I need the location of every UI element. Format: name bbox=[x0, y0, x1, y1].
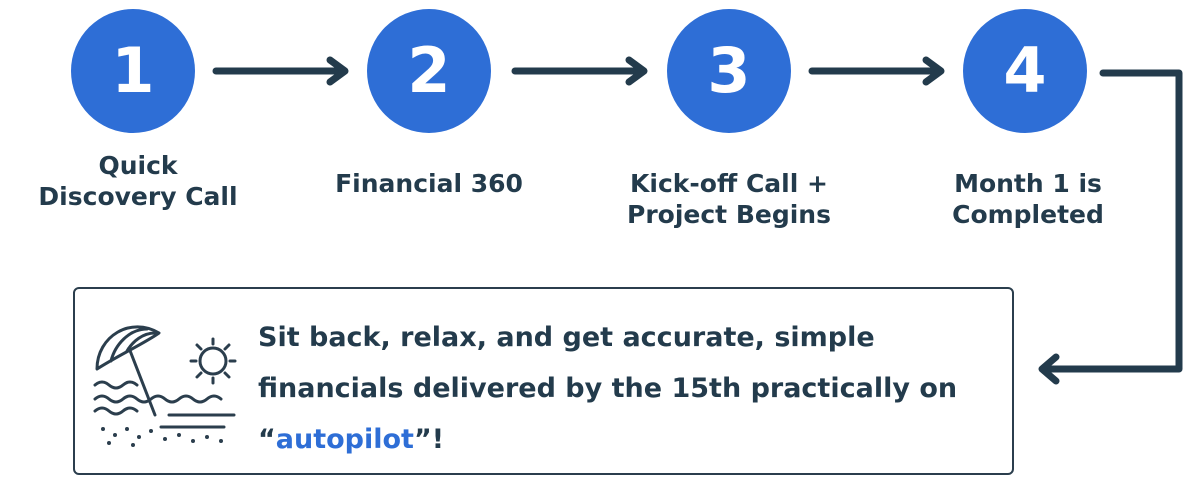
step-1-number: 1 bbox=[111, 34, 155, 107]
step-4-circle: 4 bbox=[963, 9, 1087, 133]
step-2-circle: 2 bbox=[367, 9, 491, 133]
step-4-label: Month 1 is Completed bbox=[952, 169, 1104, 229]
step-1-circle: 1 bbox=[71, 9, 195, 133]
step-4-number: 4 bbox=[1003, 34, 1047, 107]
step-3-circle: 3 bbox=[667, 9, 791, 133]
step-3-label: Kick-off Call + Project Begins bbox=[627, 169, 831, 229]
step-1-label: Quick Discovery Call bbox=[38, 151, 238, 211]
outcome-box: Sit back, relax, and get accurate, simpl… bbox=[73, 287, 1014, 475]
outcome-highlight: autopilot bbox=[275, 424, 414, 455]
arrow-1-to-2 bbox=[212, 56, 349, 86]
arrow-4-to-outcome bbox=[1038, 69, 1183, 385]
beach-umbrella-icon bbox=[93, 325, 237, 447]
arrow-2-to-3 bbox=[511, 56, 648, 86]
arrow-3-to-4 bbox=[808, 56, 945, 86]
outcome-text-before: Sit back, relax, and get accurate, simpl… bbox=[258, 322, 958, 455]
outcome-message: Sit back, relax, and get accurate, simpl… bbox=[258, 312, 998, 465]
step-2-number: 2 bbox=[407, 34, 451, 107]
sun-icon bbox=[189, 337, 237, 385]
step-2-label: Financial 360 bbox=[335, 169, 523, 198]
step-3-number: 3 bbox=[707, 34, 751, 107]
sand-dots bbox=[101, 427, 223, 447]
outcome-text-after: ”! bbox=[413, 424, 445, 455]
